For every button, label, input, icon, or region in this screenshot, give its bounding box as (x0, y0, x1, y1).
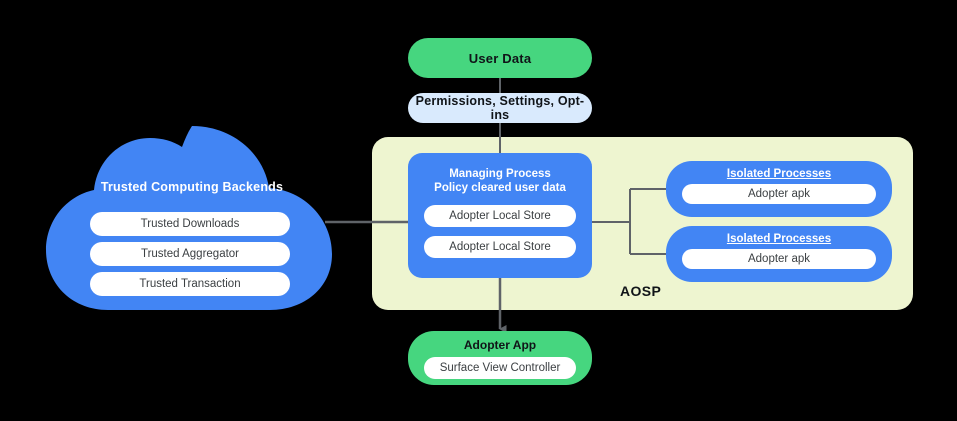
permissions-settings-optins-node[interactable]: Permissions, Settings, Opt-ins (408, 93, 592, 123)
isolated-process-node-1[interactable]: Isolated Processes Adopter apk (666, 161, 892, 217)
isolated-process-title: Isolated Processes (726, 233, 832, 245)
adopter-apk-label: Adopter apk (747, 253, 810, 265)
adopter-app-node[interactable]: Adopter App Surface View Controller (408, 331, 592, 385)
surface-view-controller-label: Surface View Controller (439, 362, 561, 374)
adopter-local-store-label: Adopter Local Store (449, 210, 551, 222)
cloud-service-trusted-transaction[interactable]: Trusted Transaction (90, 272, 290, 296)
cloud-service-label: Trusted Transaction (139, 278, 241, 290)
cloud-title: Trusted Computing Backends (100, 180, 284, 194)
user-data-label: User Data (468, 50, 532, 66)
cloud-service-label: Trusted Aggregator (140, 248, 240, 260)
managing-process-title: Managing Process Policy cleared user dat… (434, 168, 566, 194)
isolated-process-title: Isolated Processes (726, 168, 832, 180)
adopter-apk-2[interactable]: Adopter apk (682, 249, 876, 269)
cloud-service-trusted-aggregator[interactable]: Trusted Aggregator (90, 242, 290, 266)
adopter-apk-1[interactable]: Adopter apk (682, 184, 876, 204)
permissions-label: Permissions, Settings, Opt-ins (415, 94, 585, 122)
adopter-apk-label: Adopter apk (747, 188, 810, 200)
aosp-label: AOSP (620, 283, 662, 299)
adopter-local-store-2[interactable]: Adopter Local Store (424, 236, 576, 258)
isolated-process-node-2[interactable]: Isolated Processes Adopter apk (666, 226, 892, 282)
adopter-app-title: Adopter App (463, 338, 537, 352)
adopter-local-store-label: Adopter Local Store (449, 241, 551, 253)
user-data-node[interactable]: User Data (408, 38, 592, 78)
managing-process-node[interactable]: Managing Process Policy cleared user dat… (408, 153, 592, 278)
surface-view-controller[interactable]: Surface View Controller (424, 357, 576, 379)
cloud-service-label: Trusted Downloads (140, 218, 240, 230)
adopter-local-store-1[interactable]: Adopter Local Store (424, 205, 576, 227)
cloud-service-trusted-downloads[interactable]: Trusted Downloads (90, 212, 290, 236)
